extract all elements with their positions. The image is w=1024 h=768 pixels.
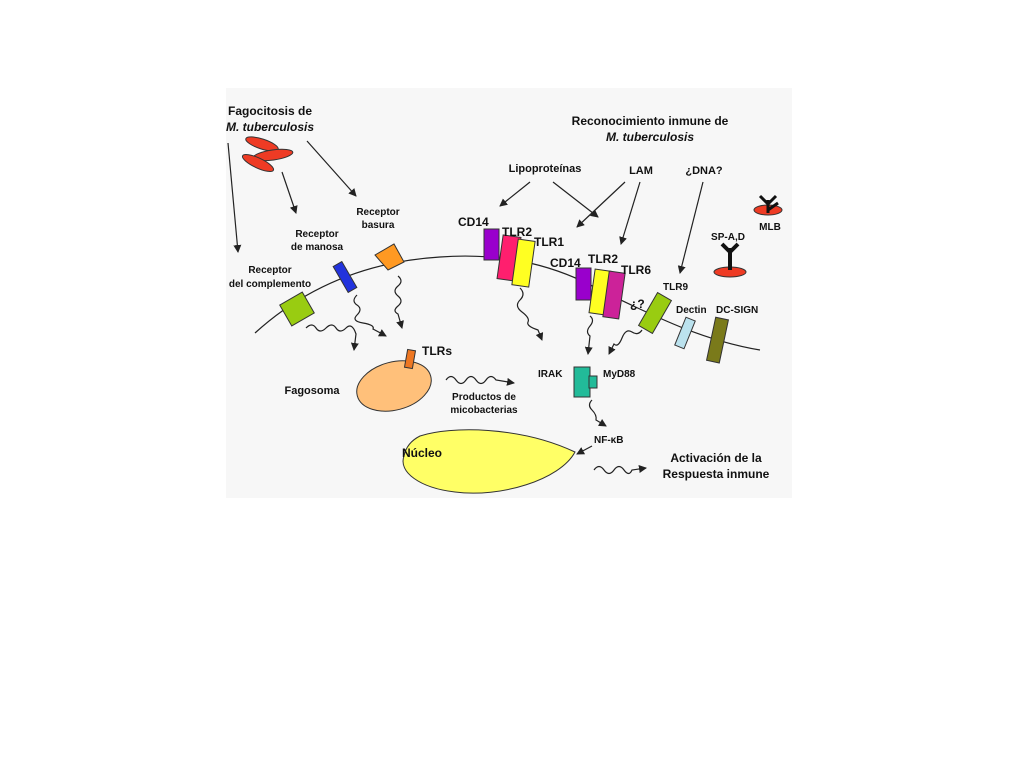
arrow-lam-to-tlr2-6 bbox=[619, 181, 641, 245]
complement-receptor-label: Receptor bbox=[248, 265, 291, 276]
cd14-shape-a bbox=[483, 228, 500, 261]
dna-label: ¿DNA? bbox=[685, 165, 723, 177]
arrow-lam-to-tlr2-1 bbox=[576, 181, 626, 228]
complement-receptor-shape bbox=[279, 291, 315, 327]
wavy-arrow-tlr6-to-irak bbox=[584, 315, 594, 355]
dectin-label: Dectin bbox=[676, 305, 707, 316]
tlrs-label: TLRs bbox=[422, 344, 452, 358]
arrow-nfkb-to-nucleus bbox=[576, 445, 593, 455]
phagocytosis-title: Fagocitosis de bbox=[228, 104, 312, 118]
sp-label: SP-A,D bbox=[711, 232, 745, 243]
wavy-arrow-tlr9-to-myd88 bbox=[608, 329, 643, 355]
arrow-lipo-to-tlr2-6 bbox=[552, 181, 599, 218]
dc-sign-label: DC-SIGN bbox=[716, 305, 758, 316]
phagosome-tlr-shape bbox=[403, 348, 417, 370]
mannose-receptor-label-2: de manosa bbox=[291, 242, 344, 253]
scavenger-receptor-label-2: basura bbox=[362, 220, 395, 231]
cd14-shape-b bbox=[575, 267, 592, 301]
phagosome-shape bbox=[356, 360, 432, 412]
arrow-dna-to-tlr9 bbox=[677, 181, 704, 274]
arrow-to-mannose-receptor bbox=[281, 171, 298, 214]
wavy-arrow-mannose bbox=[353, 294, 387, 337]
activation-label: Activación de la bbox=[670, 451, 762, 465]
tlr1-shape bbox=[511, 238, 536, 288]
wavy-arrow-complement bbox=[305, 324, 359, 351]
nfkb-label: NF-κB bbox=[594, 435, 623, 446]
arrow-lipo-to-tlr2-1 bbox=[499, 181, 531, 207]
tlr1-label: TLR1 bbox=[534, 235, 564, 249]
surfactant-protein-icon bbox=[713, 242, 747, 278]
phagocytosis-subtitle: M. tuberculosis bbox=[226, 120, 314, 134]
wavy-arrow-products bbox=[445, 375, 515, 386]
mannose-receptor-shape bbox=[332, 260, 358, 294]
irak-label: IRAK bbox=[538, 369, 563, 380]
lam-label: LAM bbox=[629, 165, 653, 177]
mannose-receptor-label: Receptor bbox=[295, 229, 338, 240]
nucleus-shape bbox=[402, 429, 576, 494]
mycobacteria-cluster-icon bbox=[241, 136, 294, 172]
wavy-arrow-to-nfkb bbox=[588, 399, 607, 427]
mlb-label: MLB bbox=[759, 222, 781, 233]
scavenger-receptor-shape bbox=[374, 243, 405, 271]
tlr6-shape bbox=[602, 270, 626, 320]
cd14-label-b: CD14 bbox=[550, 256, 581, 270]
arrow-to-scavenger-receptor bbox=[306, 140, 357, 197]
activation-label-2: Respuesta inmune bbox=[663, 467, 770, 481]
phagosome-label: Fagosoma bbox=[284, 385, 340, 397]
recognition-subtitle: M. tuberculosis bbox=[606, 130, 694, 144]
complement-receptor-label-2: del complemento bbox=[229, 279, 311, 290]
wavy-arrow-scavenger bbox=[394, 275, 404, 329]
tlr9-label: TLR9 bbox=[663, 282, 688, 293]
products-label: Productos de bbox=[452, 392, 516, 403]
tlr9-shape bbox=[637, 291, 673, 335]
products-label-2: micobacterias bbox=[450, 405, 518, 416]
nucleus-label: Núcleo bbox=[402, 446, 442, 460]
tlr2-label-b: TLR2 bbox=[588, 252, 618, 266]
recognition-title: Reconocimiento inmune de bbox=[572, 114, 729, 128]
unknown-label: ¿? bbox=[630, 297, 645, 311]
tlr2-label-a: TLR2 bbox=[502, 225, 532, 239]
wavy-arrow-tlr1-to-irak bbox=[516, 287, 544, 341]
mannose-binding-lectin-icon bbox=[753, 194, 783, 216]
tlr6-label: TLR6 bbox=[621, 263, 651, 277]
bacterium-icon bbox=[241, 154, 275, 172]
cd14-label-a: CD14 bbox=[458, 215, 489, 229]
scavenger-receptor-label: Receptor bbox=[356, 207, 399, 218]
irak-myd88-adaptor-icon bbox=[573, 366, 598, 398]
myd88-label: MyD88 bbox=[603, 369, 636, 380]
wavy-arrow-activation bbox=[593, 465, 647, 475]
arrow-to-complement-receptor bbox=[227, 142, 242, 253]
dc-sign-shape bbox=[705, 316, 730, 364]
dectin-shape bbox=[674, 316, 696, 350]
lipoproteins-label: Lipoproteínas bbox=[509, 163, 582, 175]
